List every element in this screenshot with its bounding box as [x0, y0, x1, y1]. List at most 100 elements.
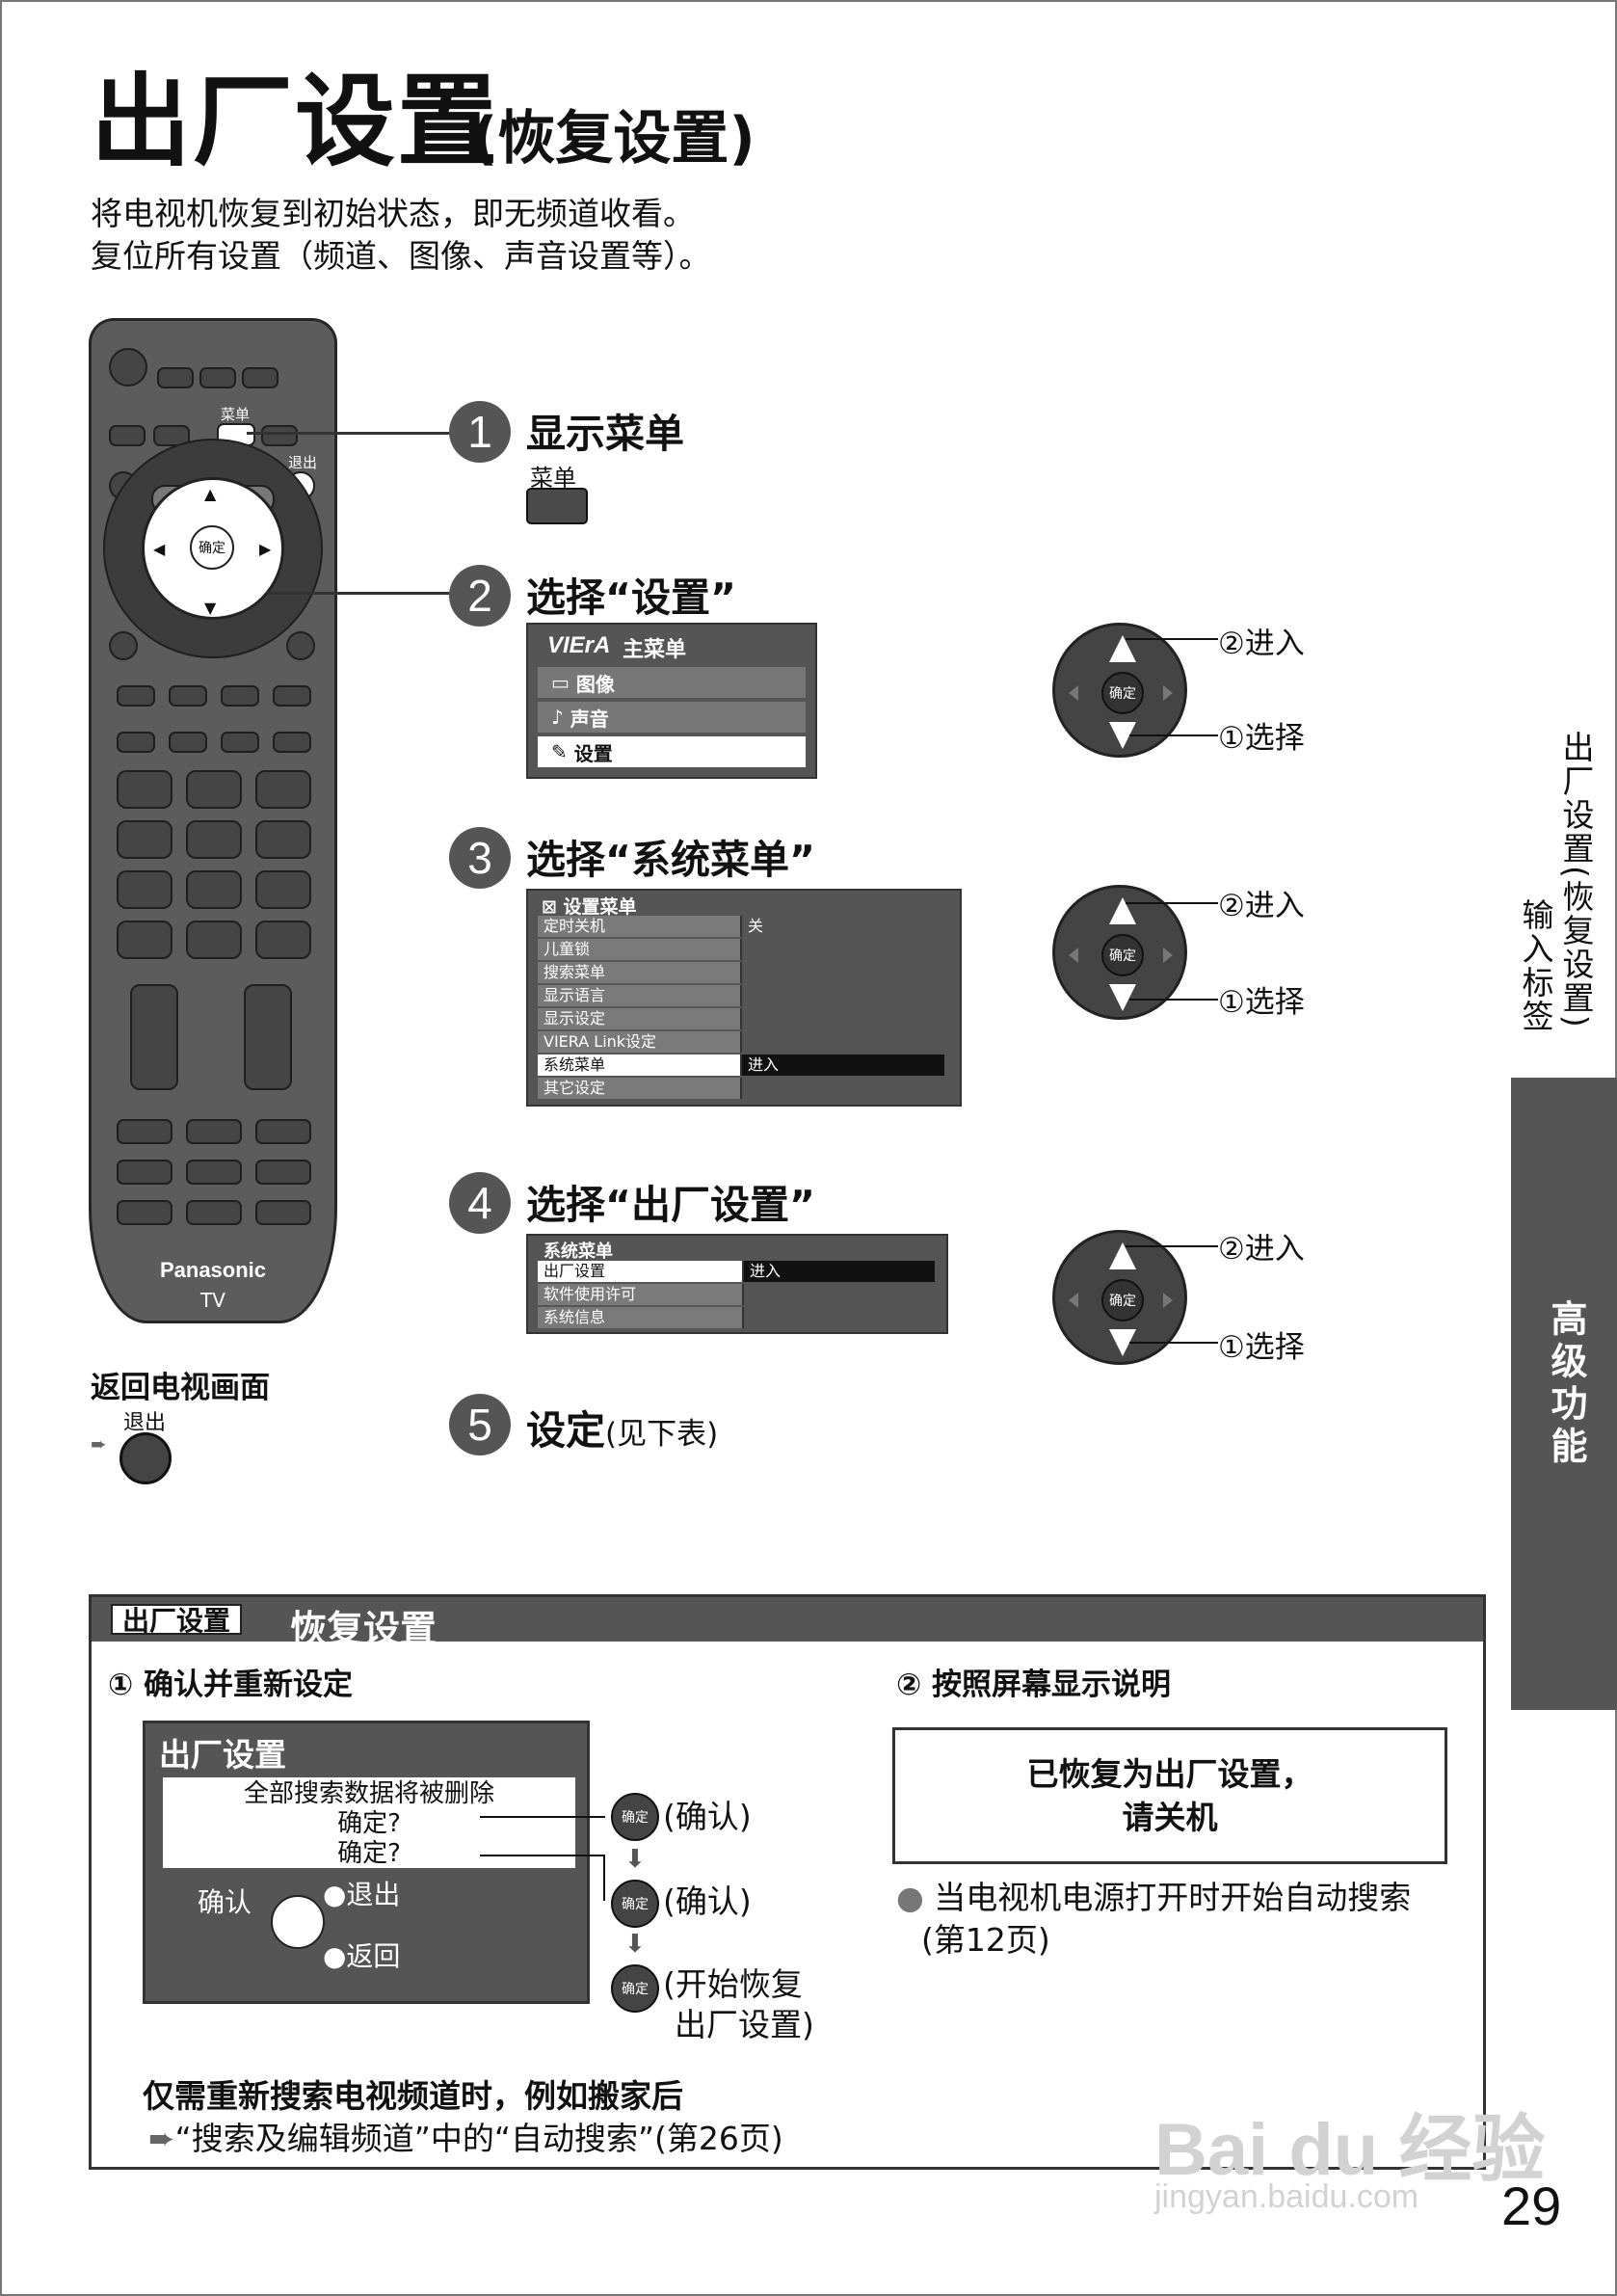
viera-logo: VIErA: [547, 632, 611, 658]
number-key[interactable]: [255, 820, 311, 859]
step-number: 1: [449, 401, 511, 463]
exit-option: ●退出: [323, 1879, 401, 1910]
number-key[interactable]: [186, 921, 242, 959]
ok-button[interactable]: 确定: [611, 1880, 659, 1928]
dpad[interactable]: 确定: [1052, 885, 1187, 1020]
arrow-icon: ➨: [148, 2120, 175, 2157]
menu-label: 菜单: [221, 406, 251, 423]
step-title: 设定(见下表): [526, 1407, 719, 1454]
step-number: 3: [449, 827, 511, 889]
number-key[interactable]: [255, 770, 311, 809]
setup-row[interactable]: 搜索菜单: [538, 962, 944, 983]
ok-step-label: (开始恢复: [663, 1965, 803, 2003]
leader-line: [1126, 902, 1218, 904]
color-button[interactable]: [273, 685, 311, 707]
number-key[interactable]: [255, 921, 311, 959]
remote-button[interactable]: [221, 732, 259, 753]
remote-button[interactable]: [186, 1160, 242, 1185]
number-key[interactable]: [186, 770, 242, 809]
enter-label: ②进入: [1218, 627, 1305, 661]
dpad[interactable]: 确定: [1052, 1230, 1187, 1365]
remote-button[interactable]: [273, 732, 311, 753]
setup-row[interactable]: 显示语言: [538, 985, 944, 1006]
ok-button[interactable]: 确定: [190, 525, 234, 570]
system-row[interactable]: 软件使用许可: [538, 1284, 935, 1305]
select-label: ①选择: [1218, 721, 1305, 756]
enter-label: ②进入: [1218, 1232, 1305, 1267]
menu-item-picture[interactable]: ▭ 图像: [538, 667, 806, 698]
box-title: 恢复设置: [290, 1608, 437, 1650]
number-key[interactable]: [255, 870, 311, 909]
leader-line: [480, 1816, 605, 1818]
side-tab-other[interactable]: 输入标签: [1516, 898, 1554, 1033]
ok-button[interactable]: 确定: [611, 1964, 659, 2013]
exit-button[interactable]: [119, 1432, 172, 1484]
remote-button[interactable]: [157, 367, 194, 388]
setup-row[interactable]: VIERA Link设定: [538, 1031, 944, 1053]
up-arrow-icon: ▲: [204, 485, 217, 503]
connector-line: [268, 592, 455, 595]
note-link[interactable]: ➨“搜索及编辑频道”中的“自动搜索”(第26页): [148, 2120, 783, 2157]
number-key[interactable]: [117, 870, 172, 909]
color-button[interactable]: [169, 685, 207, 707]
number-key[interactable]: [186, 870, 242, 909]
leader-line: [1129, 1342, 1218, 1344]
setup-row[interactable]: 定时关机关: [538, 916, 944, 937]
menu-button[interactable]: [526, 488, 588, 524]
bullet-note-ref: (第12页): [921, 1921, 1050, 1959]
remote-button[interactable]: [261, 425, 298, 446]
color-button[interactable]: [221, 685, 259, 707]
main-menu-screen: VIErA 主菜单 ▭ 图像 ♪ 声音 ✎ 设置: [526, 623, 817, 779]
step-number: 5: [449, 1394, 511, 1455]
remote-button[interactable]: [186, 1119, 242, 1144]
setup-row[interactable]: 其它设定: [538, 1078, 944, 1099]
intro-line-2: 复位所有设置（频道、图像、声音设置等）。: [91, 237, 711, 275]
system-row-factory[interactable]: 出厂设置进入: [538, 1261, 935, 1282]
remote-button[interactable]: [242, 367, 278, 388]
remote-button[interactable]: [117, 1200, 172, 1225]
remote-button[interactable]: [169, 732, 207, 753]
section-tab[interactable]: 高级功能: [1511, 1078, 1617, 1710]
left-heading: ① 确认并重新设定: [108, 1668, 354, 1702]
ok-button[interactable]: 确定: [1101, 934, 1144, 976]
power-button[interactable]: [109, 348, 147, 387]
remote-button[interactable]: [117, 1119, 172, 1144]
setup-row[interactable]: 儿童锁: [538, 939, 944, 960]
left-arrow-icon: [1069, 685, 1078, 701]
remote-button[interactable]: [109, 631, 138, 660]
remote-button[interactable]: [186, 1200, 242, 1225]
right-arrow-icon: [1163, 1293, 1173, 1308]
remote-button[interactable]: [255, 1119, 311, 1144]
ok-button[interactable]: 确定: [1101, 1279, 1144, 1322]
bullet-icon: ●: [896, 1879, 935, 1916]
factory-reset-dialog: 出厂设置 全部搜索数据将被删除 确定? 确定? 确认 ●退出 ●返回: [143, 1721, 590, 2004]
ok-button[interactable]: 确定: [611, 1793, 659, 1841]
setup-row-system[interactable]: 系统菜单进入: [538, 1055, 944, 1076]
remote-button[interactable]: [153, 425, 190, 446]
intro-line-1: 将电视机恢复到初始状态，即无频道收看。: [91, 195, 695, 232]
number-key[interactable]: [117, 820, 172, 859]
menu-item-sound[interactable]: ♪ 声音: [538, 702, 806, 733]
remote-button[interactable]: [117, 1160, 172, 1185]
enter-label: ②进入: [1218, 889, 1305, 923]
remote-button[interactable]: [255, 1200, 311, 1225]
remote-button[interactable]: [199, 367, 236, 388]
ok-step-label: (确认): [663, 1882, 752, 1920]
remote-button[interactable]: [255, 1160, 311, 1185]
remote-button[interactable]: [117, 732, 155, 753]
remote-button[interactable]: [286, 631, 315, 660]
number-key[interactable]: [117, 770, 172, 809]
down-arrow-icon: ▼: [204, 599, 217, 617]
number-key[interactable]: [186, 820, 242, 859]
ok-button[interactable]: 确定: [1101, 672, 1144, 714]
number-key[interactable]: [117, 921, 172, 959]
system-row[interactable]: 系统信息: [538, 1307, 935, 1328]
volume-rocker[interactable]: [130, 984, 178, 1090]
leader-line: [480, 1855, 605, 1856]
color-button[interactable]: [117, 685, 155, 707]
channel-rocker[interactable]: [244, 984, 292, 1090]
menu-item-setup[interactable]: ✎ 设置: [538, 736, 806, 767]
dpad[interactable]: 确定: [1052, 623, 1187, 758]
remote-button[interactable]: [109, 425, 146, 446]
setup-row[interactable]: 显示设定: [538, 1008, 944, 1029]
